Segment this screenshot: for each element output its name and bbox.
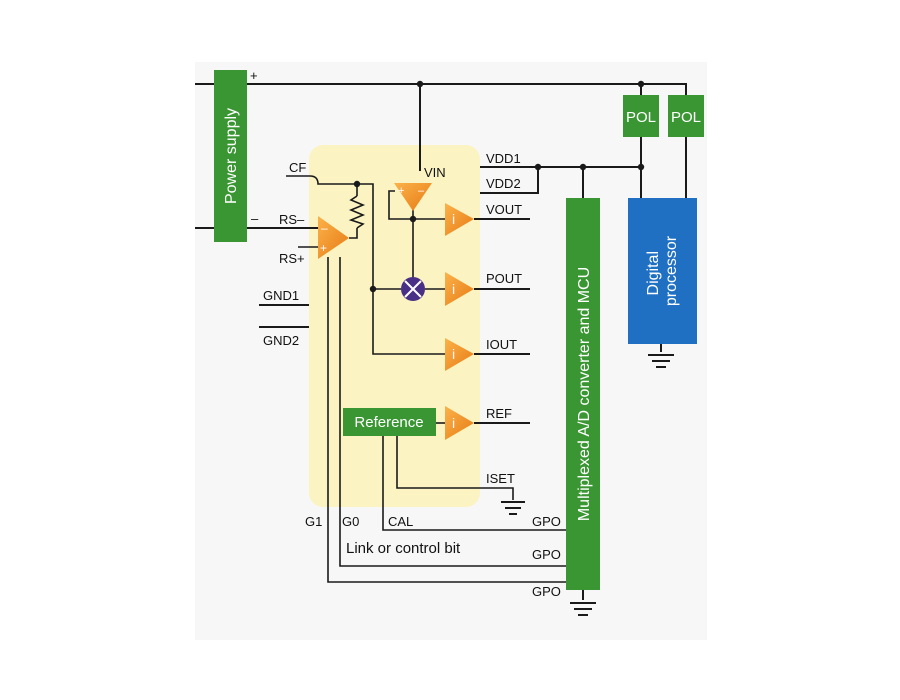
iout-amp-i: i [452, 346, 455, 362]
pin-vdd1: VDD1 [486, 151, 521, 166]
digital-processor-label: Digital processor [645, 235, 680, 306]
ref-amplifier: i [445, 406, 474, 440]
ref-amp-i: i [452, 415, 455, 431]
pol-block-1: POL [623, 95, 659, 137]
pin-vout: VOUT [486, 202, 522, 217]
pin-gnd2: GND2 [263, 333, 299, 348]
pol-block-2: POL [668, 95, 704, 137]
junction-dots [353, 80, 645, 293]
pin-cal: CAL [388, 514, 413, 529]
vin-amp-minus: – [418, 185, 425, 197]
pin-pout: POUT [486, 271, 522, 286]
sense-amplifier: – + [318, 216, 349, 259]
sense-amp-plus: + [320, 241, 327, 255]
shunt-resistor [348, 195, 366, 229]
pin-rs-minus: RS– [279, 212, 305, 227]
plus-sign: + [250, 68, 258, 83]
reference-label: Reference [354, 414, 423, 431]
ground-symbol-processor [648, 354, 674, 368]
power-supply-block: Power supply [214, 70, 247, 242]
ground-symbol-iset [501, 501, 525, 515]
sensor-chip-body [309, 145, 480, 507]
ground-symbol-adc [570, 602, 596, 616]
vout-amp-i: i [452, 211, 455, 227]
adc-mcu-block: Multiplexed A/D converter and MCU [566, 198, 600, 590]
pin-gpo-2: GPO [532, 547, 561, 562]
multiplier-icon [401, 277, 425, 301]
pin-vdd2: VDD2 [486, 176, 521, 191]
reference-block: Reference [343, 408, 436, 436]
pin-cf: CF [289, 160, 306, 175]
pin-iout: IOUT [486, 337, 517, 352]
pout-amp-i: i [452, 281, 455, 297]
minus-sign: – [251, 211, 259, 226]
power-supply-label: Power supply [223, 108, 240, 204]
pin-gnd1: GND1 [263, 288, 299, 303]
adc-mcu-label: Multiplexed A/D converter and MCU [576, 267, 593, 521]
pin-rs-plus: RS+ [279, 251, 305, 266]
pin-ref: REF [486, 406, 512, 421]
wires [195, 83, 687, 600]
digital-processor-block: Digital processor [628, 198, 697, 344]
vin-amplifier: + – [394, 183, 432, 211]
link-control-note: Link or control bit [346, 540, 461, 557]
pout-amplifier: i [445, 272, 474, 306]
vin-amp-plus: + [398, 185, 404, 197]
pin-gpo-3: GPO [532, 584, 561, 599]
pin-gpo-1: GPO [532, 514, 561, 529]
iout-amplifier: i [445, 338, 474, 371]
pin-vin: VIN [424, 165, 446, 180]
pin-g0: G0 [342, 514, 359, 529]
pol-1-label: POL [626, 109, 656, 126]
pin-g1: G1 [305, 514, 322, 529]
pin-iset: ISET [486, 471, 515, 486]
sense-amp-minus: – [321, 221, 328, 235]
pol-2-label: POL [671, 109, 701, 126]
vout-amplifier: i [445, 203, 474, 236]
